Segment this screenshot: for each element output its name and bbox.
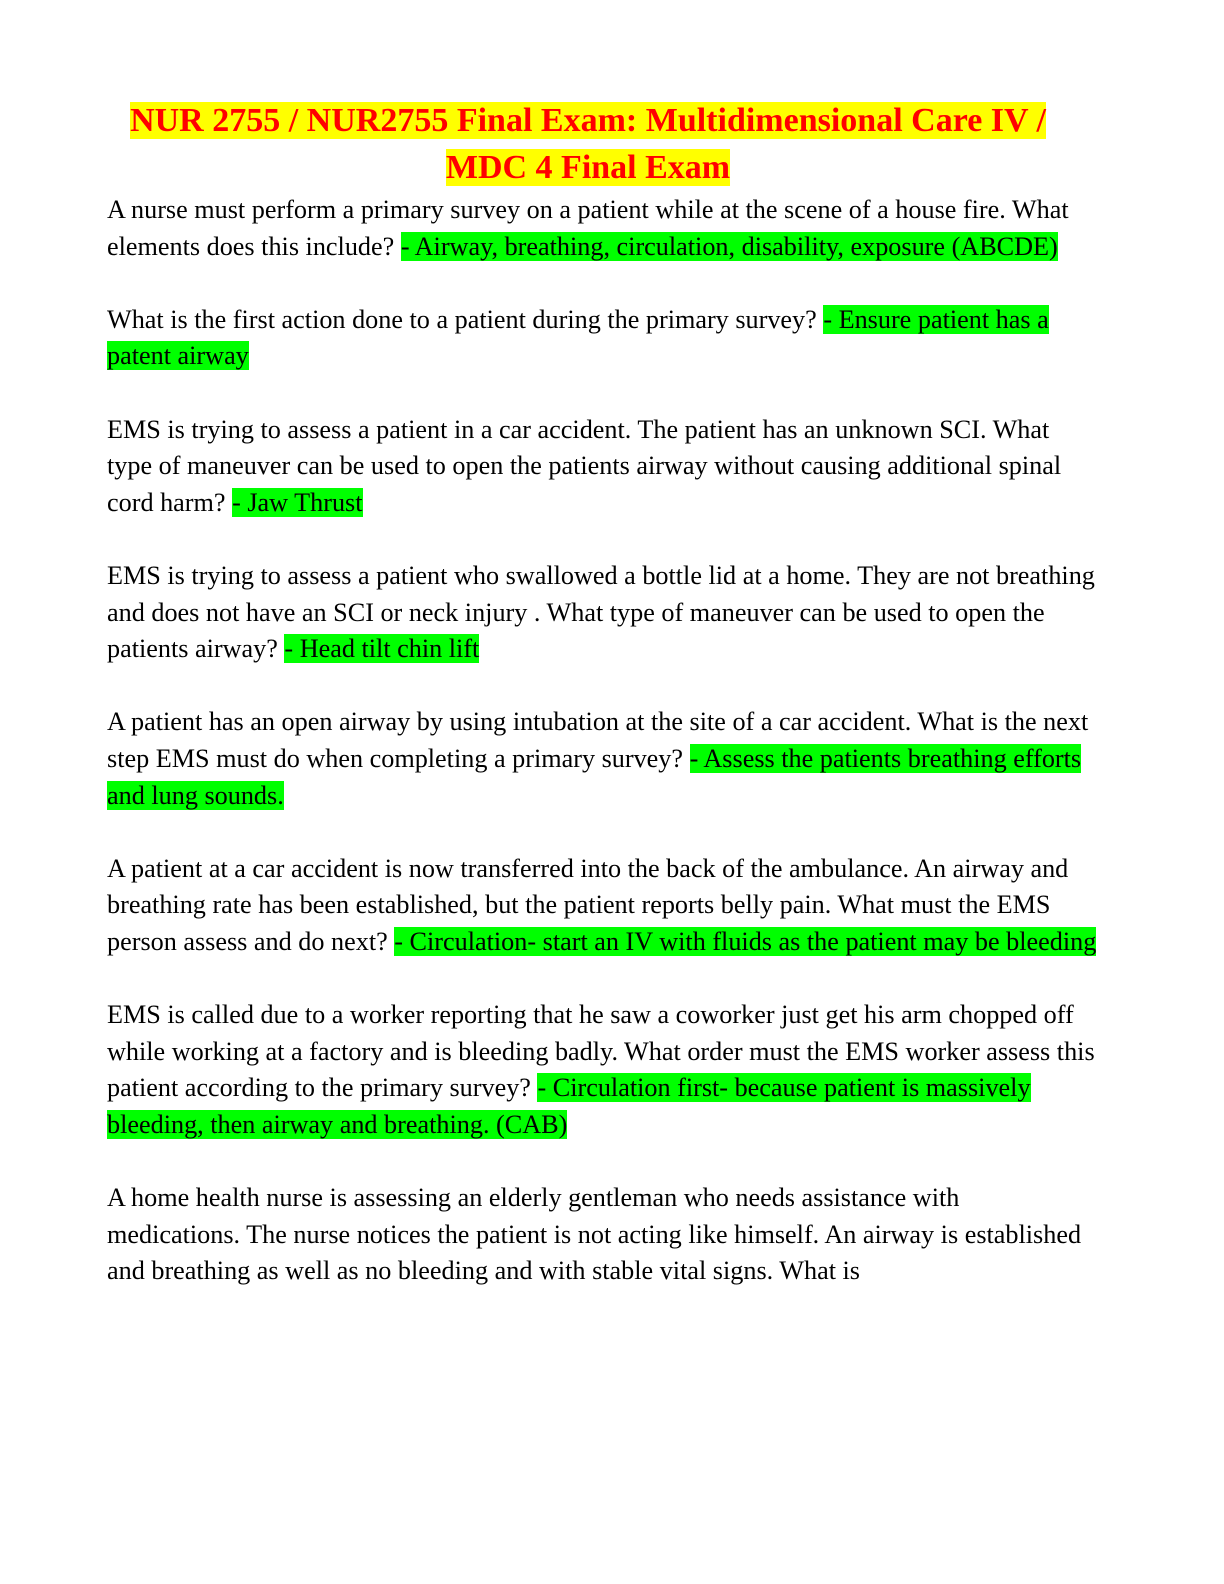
question-text: What is the first action done to a patie… xyxy=(107,304,817,334)
qa-item-3: EMS is trying to assess a patient in a c… xyxy=(107,412,1097,522)
answer-highlight: - Airway, breathing, circulation, disabi… xyxy=(400,231,1058,261)
qa-item-8: A home health nurse is assessing an elde… xyxy=(107,1180,1097,1290)
document-title-text: NUR 2755 / NUR2755 Final Exam: Multidime… xyxy=(130,102,1046,186)
question-text: A patient has an open airway by using in… xyxy=(107,707,1089,773)
qa-item-1: A nurse must perform a primary survey on… xyxy=(107,192,1097,265)
question-text: EMS is trying to assess a patient who sw… xyxy=(107,560,1095,664)
question-text: EMS is called due to a worker reporting … xyxy=(107,1000,1095,1103)
qa-list: A nurse must perform a primary survey on… xyxy=(107,192,1097,1290)
qa-item-6: A patient at a car accident is now trans… xyxy=(107,851,1097,961)
question-text: EMS is trying to assess a patient in a c… xyxy=(107,414,1062,517)
qa-item-5: A patient has an open airway by using in… xyxy=(107,704,1097,814)
question-text: A home health nurse is assessing an elde… xyxy=(107,1183,1082,1286)
answer-highlight: - Circulation- start an IV with fluids a… xyxy=(394,926,1097,956)
qa-item-7: EMS is called due to a worker reporting … xyxy=(107,997,1097,1143)
question-text: A patient at a car accident is now trans… xyxy=(107,853,1069,956)
answer-highlight: - Jaw Thrust xyxy=(232,487,363,517)
qa-item-4: EMS is trying to assess a patient who sw… xyxy=(107,558,1097,668)
document-title: NUR 2755 / NUR2755 Final Exam: Multidime… xyxy=(100,97,1076,191)
question-text: A nurse must perform a primary survey on… xyxy=(107,195,1069,261)
answer-highlight: - Head tilt chin lift xyxy=(284,634,480,664)
qa-item-2: What is the first action done to a patie… xyxy=(107,302,1097,375)
